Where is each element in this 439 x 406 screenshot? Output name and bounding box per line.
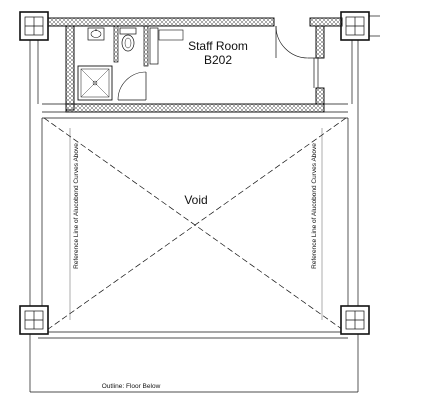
void-label: Void (184, 193, 207, 207)
reference-lines (69, 128, 323, 320)
toilet-fixture (119, 27, 137, 52)
void-cross (43, 117, 347, 333)
column-bottom-left (19, 305, 49, 335)
column-top-right (340, 11, 380, 41)
reference-line-label-right: Reference Line of Alucobond Curves Above (311, 143, 318, 269)
bench-fixture (149, 27, 184, 65)
reference-line-label-left: Reference Line of Alucobond Curves Above (73, 143, 80, 269)
outline-floor-below-label: Outline: Floor Below (102, 383, 161, 390)
column-top-left (19, 11, 49, 41)
sink-fixture (87, 27, 105, 41)
door-staff-room (275, 25, 316, 59)
room-number-label: B202 (204, 53, 232, 67)
door-bathroom (117, 71, 147, 101)
window-right (313, 58, 319, 88)
hatched-walls (47, 17, 343, 113)
shower-fixture (77, 65, 113, 101)
column-bottom-right (340, 305, 370, 335)
structural-outline (29, 18, 359, 393)
room-name-label: Staff Room (188, 39, 248, 53)
